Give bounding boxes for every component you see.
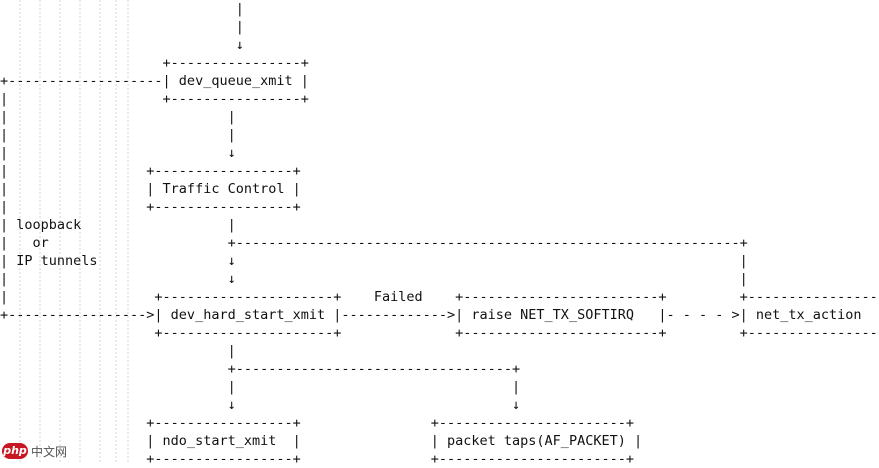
diagram-line: | bbox=[0, 19, 244, 35]
diagram-line: | ↓ bbox=[0, 145, 236, 161]
diagram-line: | or +----------------------------------… bbox=[0, 235, 748, 251]
diagram-line: | loopback | bbox=[0, 217, 236, 233]
watermark: php 中文网 bbox=[2, 441, 67, 461]
diagram-line: | +-----------------+ bbox=[0, 163, 301, 179]
watermark-text: 中文网 bbox=[31, 444, 68, 459]
diagram-line: | ↓ | bbox=[0, 271, 748, 287]
diagram-line: | | Traffic Control | bbox=[0, 181, 301, 197]
diagram-line: +----------------------------------+ bbox=[0, 361, 521, 377]
diagram-line: +-------------------| dev_queue_xmit | bbox=[0, 73, 309, 89]
watermark-logo: php bbox=[2, 443, 28, 459]
diagram-line: +----------------->| dev_hard_start_xmit… bbox=[0, 307, 879, 323]
diagram-line: | bbox=[0, 343, 236, 359]
diagram-line: ↓ ↓ bbox=[0, 397, 521, 413]
diagram-line: | ndo_start_xmit | | packet taps(AF_PACK… bbox=[0, 433, 643, 449]
diagram-line: | bbox=[0, 1, 244, 17]
diagram-line: | | bbox=[0, 109, 236, 125]
diagram-line: +---------------------+ +---------------… bbox=[0, 325, 879, 341]
diagram-line: | +---------------------+ Failed +------… bbox=[0, 289, 879, 305]
diagram-line: +----------------+ bbox=[0, 55, 309, 71]
diagram-line: +-----------------+ +-------------------… bbox=[0, 451, 634, 467]
diagram-line: | +----------------+ bbox=[0, 91, 309, 107]
diagram-line: ↓ bbox=[0, 37, 244, 53]
diagram-line: | IP tunnels ↓ | bbox=[0, 253, 748, 269]
diagram-line: | | bbox=[0, 127, 236, 143]
diagram-line: | | bbox=[0, 379, 521, 395]
diagram-line: +-----------------+ +-------------------… bbox=[0, 415, 634, 431]
diagram-line: | +-----------------+ bbox=[0, 199, 301, 215]
